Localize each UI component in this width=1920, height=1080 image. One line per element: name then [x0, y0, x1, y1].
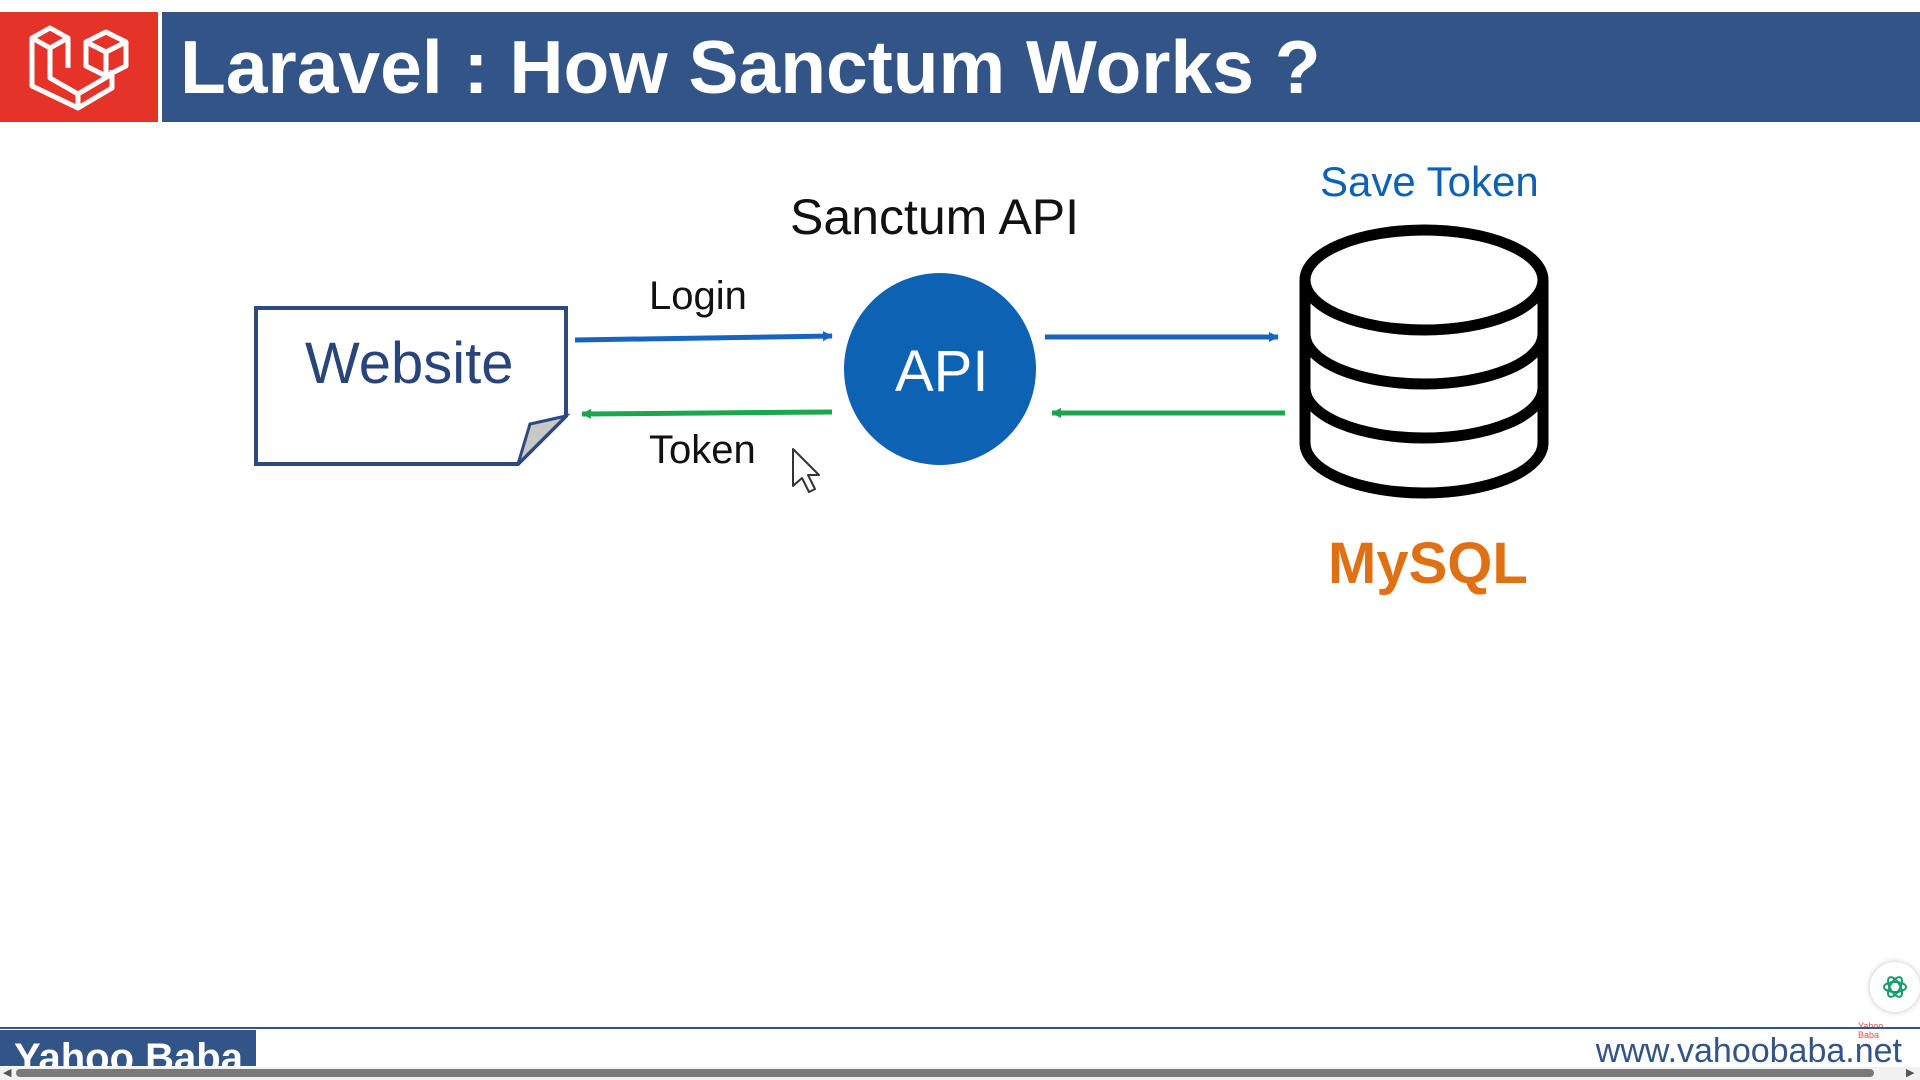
- footer-divider: [0, 1027, 1920, 1029]
- login-arrow: [574, 331, 833, 343]
- footer-brand: Yahoo Baba: [0, 1030, 256, 1066]
- login-label: Login: [649, 274, 747, 318]
- save-token-label: Save Token: [1320, 158, 1539, 205]
- scroll-right-icon[interactable]: ▶: [1906, 1067, 1915, 1079]
- slide-title: Laravel : How Sanctum Works ?: [162, 12, 1920, 122]
- slide-header: Laravel : How Sanctum Works ?: [0, 12, 1920, 122]
- mouse-pointer-icon: [792, 448, 820, 493]
- api-circle: [844, 273, 1036, 465]
- footer-url[interactable]: www.vahoobaba.net: [1595, 1032, 1902, 1070]
- logo-box: [0, 12, 158, 122]
- database-icon: [1299, 224, 1549, 499]
- ai-assistant-button[interactable]: [1870, 962, 1920, 1012]
- token-label: Token: [649, 428, 756, 472]
- database-label: MySQL: [1328, 531, 1528, 596]
- website-page-icon: [254, 306, 571, 466]
- website-label: Website: [305, 331, 514, 396]
- laravel-logo-icon: [29, 25, 129, 111]
- api-circle-label: API: [895, 339, 989, 404]
- scrollbar-thumb[interactable]: [16, 1069, 1874, 1077]
- token-arrow: [581, 408, 833, 419]
- ai-assistant-icon: [1883, 976, 1907, 998]
- scroll-left-icon[interactable]: ◀: [3, 1067, 12, 1079]
- api-group-label: Sanctum API: [790, 189, 1080, 245]
